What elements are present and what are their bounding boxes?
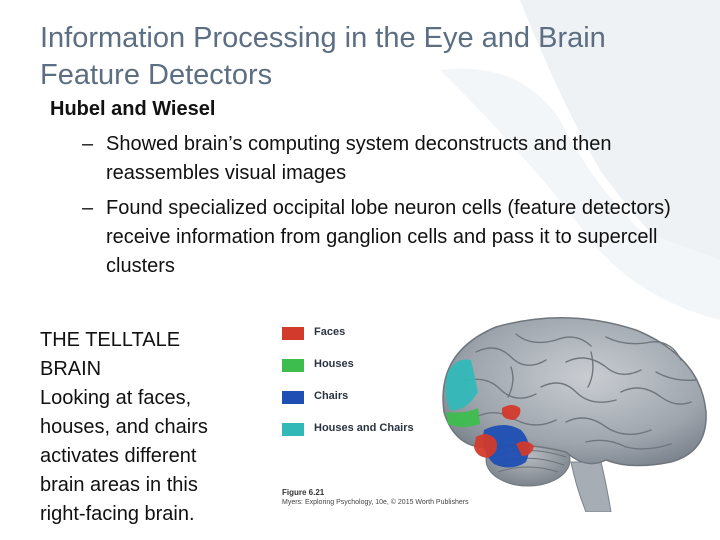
legend-label: Chairs bbox=[314, 390, 349, 402]
legend-swatch bbox=[282, 359, 304, 372]
legend-label: Houses and Chairs bbox=[314, 422, 414, 434]
caption-line: THE TELLTALE bbox=[40, 329, 181, 351]
figure-number: Figure 6.21 bbox=[282, 488, 325, 497]
bullet-list: – Showed brain’s computing system decons… bbox=[82, 130, 692, 287]
caption-line: brain areas in this bbox=[40, 474, 198, 496]
section-heading: Hubel and Wiesel bbox=[50, 98, 216, 120]
bullet-dash: – bbox=[82, 133, 94, 155]
bullet-text: Found specialized occipital lobe neuron … bbox=[106, 197, 671, 277]
legend-swatch bbox=[282, 423, 304, 436]
region-houses bbox=[446, 408, 480, 427]
bullet-item: – Showed brain’s computing system decons… bbox=[82, 130, 692, 188]
caption-line: BRAIN bbox=[40, 358, 102, 380]
bullet-item: – Found specialized occipital lobe neuro… bbox=[82, 194, 692, 281]
region-chairs bbox=[483, 425, 530, 468]
caption-line: activates different bbox=[40, 445, 197, 467]
brain-illustration bbox=[442, 316, 707, 512]
legend-swatch bbox=[282, 327, 304, 340]
caption-line: Looking at faces, bbox=[40, 387, 192, 409]
caption-line: right-facing brain. bbox=[40, 503, 195, 525]
title-line-1: Information Processing in the Eye and Br… bbox=[40, 22, 606, 54]
legend-label: Faces bbox=[314, 326, 346, 338]
bullet-dash: – bbox=[82, 197, 94, 219]
bullet-text: Showed brain’s computing system deconstr… bbox=[106, 133, 612, 184]
slide-title: Information Processing in the Eye and Br… bbox=[40, 20, 700, 94]
caption-line: houses, and chairs bbox=[40, 416, 208, 438]
legend-label: Houses bbox=[314, 358, 354, 370]
figure-credit: Myers: Exploring Psychology, 10e, © 2015… bbox=[282, 499, 469, 506]
region-faces-3 bbox=[516, 441, 534, 456]
figure-caption: THE TELLTALE BRAIN Looking at faces, hou… bbox=[40, 326, 260, 529]
title-line-2: Feature Detectors bbox=[40, 59, 273, 91]
region-houses-and-chairs bbox=[445, 359, 478, 411]
legend-swatch bbox=[282, 391, 304, 404]
region-faces-2 bbox=[502, 405, 521, 420]
region-faces-1 bbox=[474, 434, 497, 458]
brain-figure: Faces Houses Chairs Houses and Chairs Fi… bbox=[276, 312, 716, 522]
